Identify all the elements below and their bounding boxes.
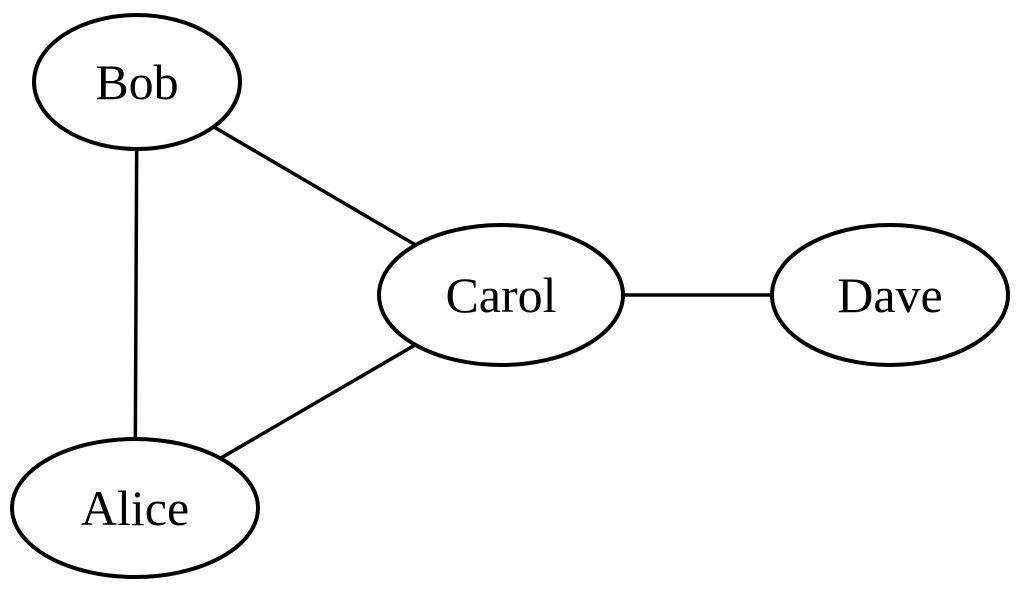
node-carol: Carol: [377, 223, 625, 367]
edge-bob-alice: [133, 81, 139, 509]
node-dave: Dave: [770, 223, 1010, 367]
node-carol-shape: [377, 223, 625, 367]
node-dave-shape: [770, 223, 1010, 367]
node-alice: Alice: [10, 437, 260, 579]
node-carol-label: Carol: [445, 267, 556, 323]
node-bob-label: Bob: [95, 54, 178, 110]
node-alice-shape: [10, 437, 260, 579]
node-alice-label: Alice: [81, 480, 189, 536]
node-bob: Bob: [32, 13, 242, 151]
node-dave-label: Dave: [837, 267, 943, 323]
node-bob-shape: [32, 13, 242, 151]
